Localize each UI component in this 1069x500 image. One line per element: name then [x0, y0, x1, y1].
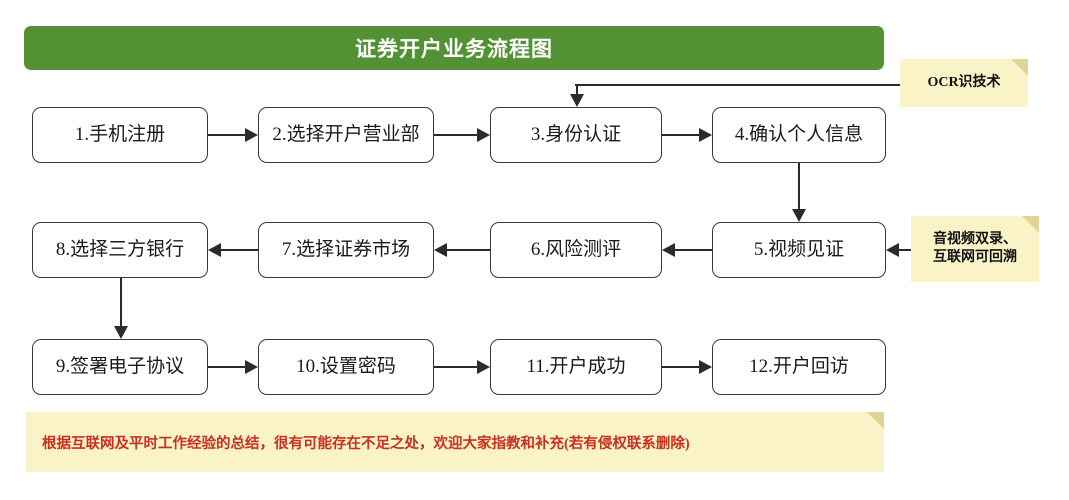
process-node-2[interactable]: 2.选择开户营业部 — [258, 107, 434, 163]
annotation-video-line-2: 互联网可回溯 — [933, 250, 1017, 265]
process-node-2-label: 2.选择开户营业部 — [272, 123, 420, 145]
annotation-note-video: 音视频双录、 互联网可回溯 — [911, 216, 1039, 282]
arrowhead-6-to-7 — [434, 243, 447, 257]
process-node-11[interactable]: 11.开户成功 — [490, 339, 662, 395]
annotation-ocr-line-1: OCR识技术 — [927, 74, 1001, 90]
chart-title-banner: 证券开户业务流程图 — [24, 26, 884, 70]
process-node-7-label: 7.选择证券市场 — [281, 238, 411, 260]
arrowhead-3-to-4 — [699, 128, 712, 142]
footer-note-text: 根据互联网及平时工作经验的总结，很有可能存在不足之处，欢迎大家指教和补充(若有侵… — [42, 435, 690, 452]
process-node-3[interactable]: 3.身份认证 — [490, 107, 662, 163]
process-node-8-label: 8.选择三方银行 — [55, 238, 185, 260]
annotation-note-ocr: OCR识技术 — [900, 59, 1028, 107]
process-node-6-label: 6.风险测评 — [530, 238, 622, 260]
connector-11-to-12 — [662, 366, 699, 368]
annotation-note-ocr-text: OCR识技术 — [900, 74, 1028, 92]
folded-corner-icon — [1011, 59, 1028, 76]
process-node-9[interactable]: 9.签署电子协议 — [32, 339, 208, 395]
connector-8-to-9 — [120, 278, 122, 326]
connector-9-to-10 — [208, 366, 245, 368]
connector-4-to-5 — [798, 163, 800, 209]
process-node-3-label: 3.身份认证 — [530, 123, 622, 145]
process-node-6[interactable]: 6.风险测评 — [490, 222, 662, 278]
process-node-5[interactable]: 5.视频见证 — [712, 222, 886, 278]
arrowhead-2-to-3 — [477, 128, 490, 142]
arrowhead-8-to-9 — [114, 326, 128, 339]
connector-6-to-7 — [447, 249, 490, 251]
process-node-1[interactable]: 1.手机注册 — [32, 107, 208, 163]
arrowhead-ocr-note — [570, 94, 584, 107]
arrowhead-5-to-6 — [662, 243, 675, 257]
process-node-5-label: 5.视频见证 — [753, 238, 845, 260]
process-node-4[interactable]: 4.确认个人信息 — [712, 107, 886, 163]
arrowhead-4-to-5 — [792, 209, 806, 222]
arrowhead-video-note — [886, 243, 899, 257]
arrowhead-7-to-8 — [208, 243, 221, 257]
connector-2-to-3 — [434, 134, 477, 136]
arrowhead-1-to-2 — [245, 128, 258, 142]
process-node-12[interactable]: 12.开户回访 — [712, 339, 886, 395]
connector-10-to-11 — [434, 366, 477, 368]
arrowhead-9-to-10 — [245, 360, 258, 374]
connector-ocr-note-vertical — [576, 84, 578, 94]
process-node-7[interactable]: 7.选择证券市场 — [258, 222, 434, 278]
connector-video-note-horizontal — [899, 249, 911, 251]
page-title: 证券开户业务流程图 — [355, 37, 553, 61]
connector-ocr-note-horizontal — [575, 84, 900, 86]
process-node-10-label: 10.设置密码 — [296, 355, 396, 377]
connector-7-to-8 — [221, 249, 258, 251]
annotation-video-line-1: 音视频双录、 — [933, 231, 1017, 247]
process-node-9-label: 9.签署电子协议 — [55, 355, 185, 377]
process-node-1-label: 1.手机注册 — [74, 123, 166, 145]
arrowhead-10-to-11 — [477, 360, 490, 374]
process-node-11-label: 11.开户成功 — [526, 355, 626, 377]
annotation-note-video-text: 音视频双录、 互联网可回溯 — [911, 231, 1039, 268]
connector-1-to-2 — [208, 134, 245, 136]
connector-3-to-4 — [662, 134, 699, 136]
arrowhead-11-to-12 — [699, 360, 712, 374]
process-node-8[interactable]: 8.选择三方银行 — [32, 222, 208, 278]
folded-corner-icon — [867, 412, 884, 429]
process-node-10[interactable]: 10.设置密码 — [258, 339, 434, 395]
footer-note: 根据互联网及平时工作经验的总结，很有可能存在不足之处，欢迎大家指教和补充(若有侵… — [26, 412, 884, 472]
connector-5-to-6 — [675, 249, 712, 251]
process-node-4-label: 4.确认个人信息 — [734, 123, 864, 145]
process-node-12-label: 12.开户回访 — [749, 355, 849, 377]
folded-corner-icon — [1022, 216, 1039, 233]
